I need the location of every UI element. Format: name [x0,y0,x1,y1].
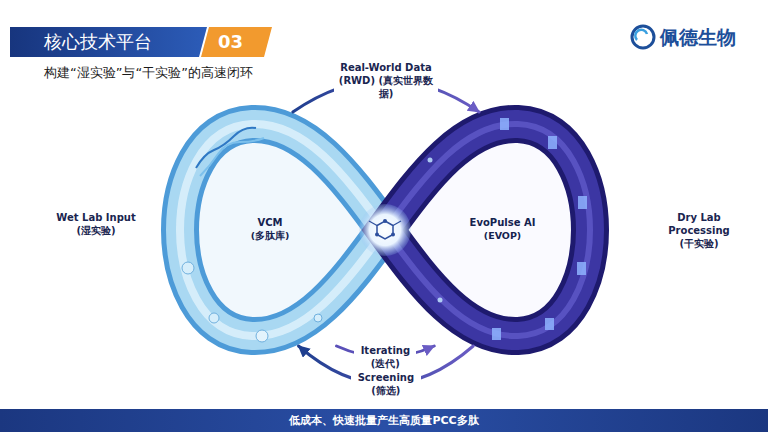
edge-label: Real-World Data (RWD) (真实世界数据) [334,60,438,101]
text-slot: Wet Lab Input (湿实验) [50,211,142,237]
text-slot: Iterating (迭代) [354,343,416,371]
node-title: EvoPulse AI [470,216,536,229]
text-slot: Dry Lab Processing (干实验) [662,211,736,250]
node-subtitle: (EVOP) [484,229,521,242]
text-slot: 03 [218,27,243,57]
loop-node: VCM(多肽库) [175,112,365,346]
number-tab [201,27,272,57]
text-slot: 佩德生物 [660,25,736,49]
node-subtitle: (多肽库) [251,229,290,242]
section-number: 03 [218,27,243,57]
infinity-loop [180,124,590,336]
side-label: Dry Lab Processing (干实验) [662,211,736,250]
slide-title: 核心技术平台 [44,27,152,57]
edge-label: Screening (筛选) [351,370,421,398]
side-label: Wet Lab Input (湿实验) [50,211,142,237]
subtitle: 构建“湿实验”与“干实验”的高速闭环 [44,64,253,82]
node-title: VCM [257,216,282,229]
text-slot: 构建“湿实验”与“干实验”的高速闭环 [44,64,253,82]
bottom-caption: 低成本、快速批量产生高质量PCC多肽 [0,409,768,432]
logo-icon [632,26,654,48]
title-tab [10,27,207,57]
text-slot: 低成本、快速批量产生高质量PCC多肽 [0,409,768,432]
company-logo-text: 佩德生物 [660,25,736,49]
text-slot: Screening (筛选) [351,370,421,398]
text-slot: Real-World Data (RWD) (真实世界数据) [334,60,438,101]
edge-label: Iterating (迭代) [354,343,416,371]
server-decoration [428,118,588,340]
molecule-core [359,204,411,256]
loop-node: EvoPulse AI(EVOP) [405,112,600,346]
text-slot: 核心技术平台 [44,27,152,57]
lab-decoration [182,128,322,342]
